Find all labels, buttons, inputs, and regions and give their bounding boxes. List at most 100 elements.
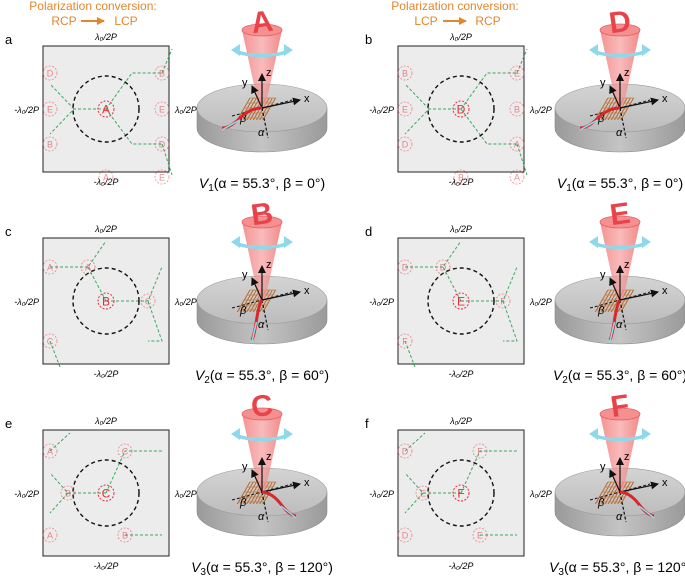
order-letter: C bbox=[145, 297, 152, 307]
edge-label-right: λ₀/2P bbox=[174, 489, 197, 499]
order-circle: E bbox=[42, 101, 58, 117]
incident-beam bbox=[242, 30, 282, 108]
order-letter: A bbox=[103, 173, 109, 183]
caption-v: V bbox=[195, 367, 206, 383]
order-circle-ring bbox=[60, 485, 76, 501]
grating-line bbox=[620, 290, 635, 312]
order-letter: B bbox=[47, 140, 53, 150]
y-label: y bbox=[600, 461, 606, 473]
diffracted-polarization bbox=[280, 505, 297, 519]
order-circle-ring bbox=[495, 293, 511, 309]
order-letter: E bbox=[477, 531, 483, 541]
y-label: y bbox=[600, 269, 606, 281]
grating-line bbox=[236, 290, 251, 312]
grating-line bbox=[594, 98, 609, 120]
order-circle: D bbox=[397, 136, 413, 152]
order-letter: E bbox=[420, 489, 426, 499]
order-circle-ring bbox=[509, 136, 525, 152]
order-letter: E bbox=[159, 105, 165, 115]
center-order: C bbox=[97, 484, 115, 502]
polarization-arrowhead-icon bbox=[589, 428, 598, 440]
edge-label-left: -λ₀/2P bbox=[14, 105, 39, 115]
order-letter: F bbox=[500, 297, 506, 307]
order-circle: D bbox=[42, 65, 58, 81]
light-cone-circle bbox=[427, 267, 495, 335]
center-order: D bbox=[452, 100, 470, 118]
y-axis bbox=[251, 469, 263, 493]
header-left: Polarization conversion: RCP LCP bbox=[29, 0, 156, 28]
diffraction-path-line bbox=[49, 240, 163, 368]
order-circle: B bbox=[60, 485, 76, 501]
order-circle-ring bbox=[42, 136, 58, 152]
polarization-arrowhead-icon bbox=[231, 44, 240, 56]
grating-line bbox=[239, 290, 254, 312]
order-circle-ring bbox=[397, 136, 413, 152]
edge-label-top: λ₀/2P bbox=[94, 416, 117, 426]
grating-line bbox=[246, 482, 261, 504]
order-circle-ring bbox=[397, 259, 413, 275]
order-circle-ring bbox=[80, 259, 96, 275]
diffraction-path-line bbox=[404, 432, 517, 536]
caption-v: V bbox=[553, 367, 564, 383]
incident-beam bbox=[242, 414, 282, 492]
polarization-arrow-icon bbox=[235, 433, 289, 442]
center-letter: B bbox=[102, 295, 110, 309]
edge-label-top: λ₀/2P bbox=[94, 32, 117, 42]
edge-label-left: -λ₀/2P bbox=[369, 105, 394, 115]
order-letter: E bbox=[402, 105, 408, 115]
edge-label-right: λ₀/2P bbox=[529, 105, 552, 115]
normal-dashed bbox=[261, 491, 269, 523]
order-circle: C bbox=[117, 443, 133, 459]
panel-label: a bbox=[5, 32, 13, 47]
grating-line bbox=[239, 482, 254, 504]
order-circle: B bbox=[154, 65, 170, 81]
beam-top bbox=[241, 23, 283, 37]
x-label: x bbox=[304, 93, 310, 105]
beam-top bbox=[599, 23, 641, 37]
order-letter: D bbox=[402, 263, 409, 273]
order-letter: A bbox=[514, 173, 520, 183]
order-circle: E bbox=[415, 485, 431, 501]
y-axis bbox=[251, 277, 263, 301]
grating-line bbox=[594, 482, 609, 504]
beam-letter: F bbox=[609, 389, 632, 424]
order-circle: C bbox=[140, 293, 156, 309]
beam-top bbox=[241, 215, 283, 229]
order-letter: D bbox=[159, 140, 166, 150]
order-circle: D bbox=[397, 527, 413, 543]
edge-label-right: λ₀/2P bbox=[529, 297, 552, 307]
order-circle-ring bbox=[472, 443, 488, 459]
edge-label-right: λ₀/2P bbox=[529, 489, 552, 499]
order-circle-ring bbox=[42, 259, 58, 275]
center-circle bbox=[452, 484, 470, 502]
order-circle: B bbox=[453, 169, 469, 185]
diffraction-path-line bbox=[404, 48, 528, 176]
caption-subscript: 1 bbox=[208, 183, 214, 194]
grating-line bbox=[601, 290, 615, 312]
edge-label-left: -λ₀/2P bbox=[14, 489, 39, 499]
order-circle-ring bbox=[435, 259, 451, 275]
beta-label: β bbox=[597, 497, 605, 509]
center-letter: F bbox=[457, 487, 464, 501]
y-label: y bbox=[242, 269, 248, 281]
diffracted-polarization bbox=[221, 119, 241, 131]
caption-subscript: 3 bbox=[558, 567, 564, 578]
grating-line bbox=[613, 98, 628, 120]
polarization-arrowhead-icon bbox=[231, 236, 240, 248]
edge-label-right: λ₀/2P bbox=[174, 105, 197, 115]
caption-params: (α = 55.3°, β = 60°) bbox=[210, 367, 329, 383]
incident-beam bbox=[600, 414, 640, 492]
edge-label-left: -λ₀/2P bbox=[369, 297, 394, 307]
polarization-arrow-icon bbox=[235, 241, 289, 250]
